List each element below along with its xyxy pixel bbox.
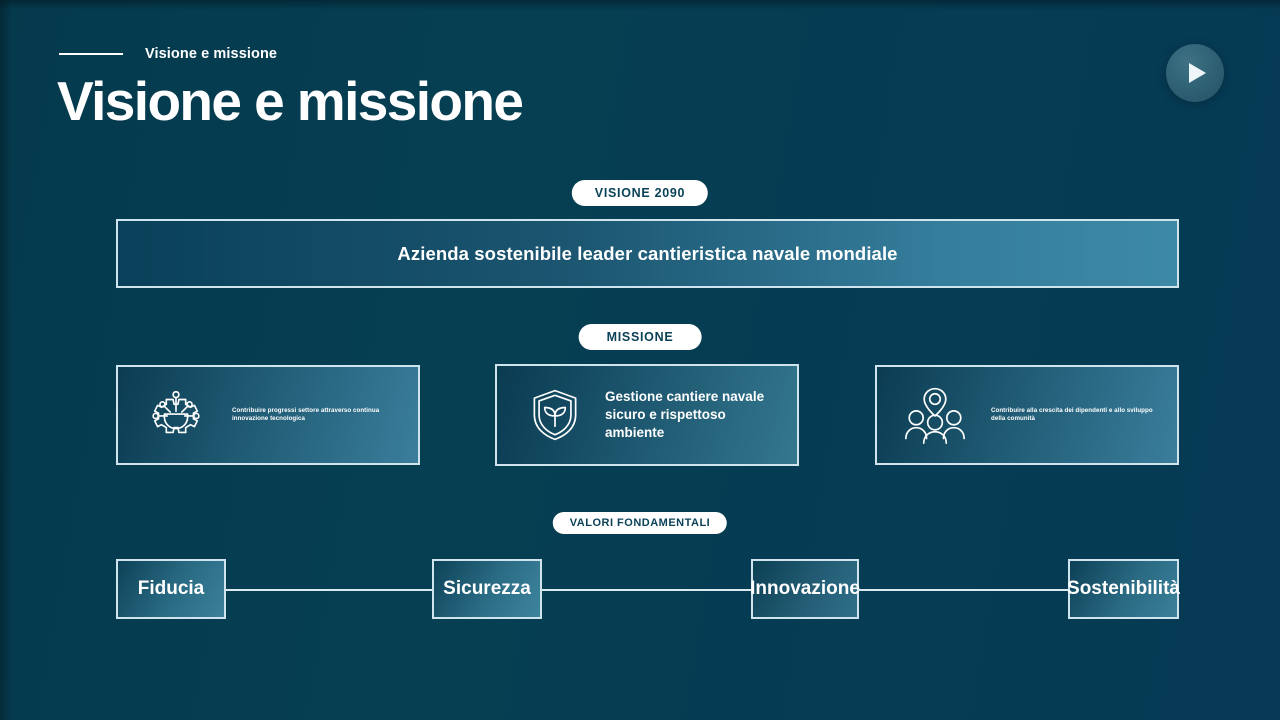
vision-pill: VISIONE 2090 xyxy=(571,180,709,206)
page-title: Visione e missione xyxy=(57,70,524,132)
values-pill: VALORI FONDAMENTALI xyxy=(552,512,728,534)
mission-card: Contribuire progressi settore attraverso… xyxy=(116,365,420,465)
mission-pill: MISSIONE xyxy=(578,324,702,350)
value-box: Innovazione xyxy=(750,559,860,619)
play-icon xyxy=(1189,63,1206,83)
left-edge-shadow xyxy=(0,0,12,720)
vision-banner: Azienda sostenibile leader cantieristica… xyxy=(116,219,1179,288)
value-label: Innovazione xyxy=(750,578,860,599)
value-label: Sostenibilità xyxy=(1067,578,1180,599)
mission-card: Contribuire alla crescita dei dipendenti… xyxy=(875,365,1179,465)
gear-circuit-icon xyxy=(144,383,208,447)
eyebrow: Visione e missione xyxy=(59,46,277,62)
eyebrow-label: Visione e missione xyxy=(145,46,278,62)
values-connector-line xyxy=(155,589,1140,591)
value-label: Sicurezza xyxy=(443,578,531,599)
value-box: Sicurezza xyxy=(432,559,542,619)
eyebrow-rule xyxy=(59,53,123,55)
mission-card-text: Contribuire progressi settore attraverso… xyxy=(232,406,380,422)
vision-statement: Azienda sostenibile leader cantieristica… xyxy=(397,242,898,264)
value-label: Fiducia xyxy=(137,578,205,599)
value-box: Sostenibilità xyxy=(1067,559,1180,619)
mission-card: Gestione cantiere navale sicuro e rispet… xyxy=(495,364,799,466)
mission-card-text: Contribuire alla crescita dei dipendenti… xyxy=(991,406,1153,422)
value-box: Fiducia xyxy=(116,559,226,619)
people-location-icon xyxy=(903,383,967,447)
mission-card-text: Gestione cantiere navale sicuro e rispet… xyxy=(605,388,765,441)
shield-leaf-icon xyxy=(523,383,587,447)
play-button[interactable] xyxy=(1166,44,1224,102)
top-edge-shadow xyxy=(0,0,1280,10)
